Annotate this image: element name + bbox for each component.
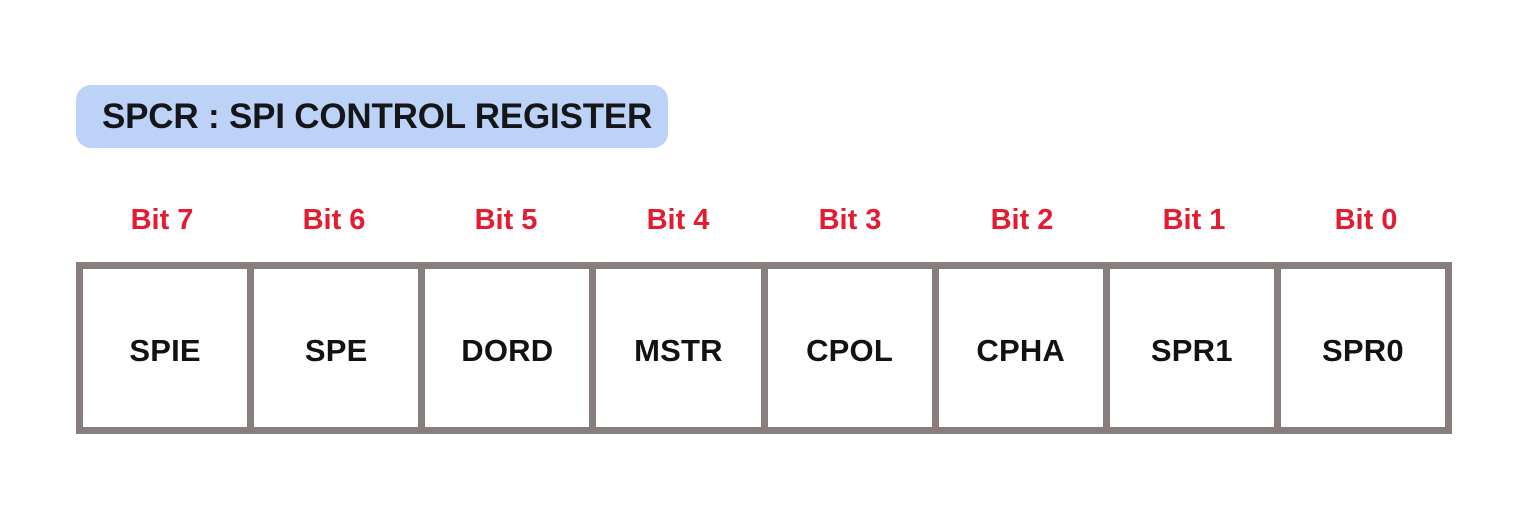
page-title: SPCR : SPI CONTROL REGISTER [102,96,653,136]
bit-label-0: Bit 0 [1334,204,1398,236]
bit-cell-0: SPR0 [1280,269,1445,427]
bit-cell-2: CPHA [938,269,1110,427]
bit-name-spr0: SPR0 [1322,333,1404,368]
bit-label-1: Bit 1 [1162,204,1226,236]
bit-label-4: Bit 4 [646,204,710,236]
bit-cell-6: SPE [254,269,426,427]
bit-name-spie: SPIE [129,333,201,368]
bit-name-cpha: CPHA [976,333,1065,368]
bit-name-dord: DORD [461,333,554,368]
bit-label-row: Bit 7 Bit 6 Bit 5 Bit 4 Bit 3 Bit 2 Bit … [76,196,1452,244]
bit-label-2: Bit 2 [990,204,1054,236]
register-title-badge: SPCR : SPI CONTROL REGISTER [76,85,668,148]
bit-cell-7: SPIE [83,269,255,427]
bit-cell-4: MSTR [596,269,768,427]
bit-cell-3: CPOL [767,269,939,427]
bit-label-3: Bit 3 [818,204,882,236]
bit-name-spr1: SPR1 [1150,333,1233,368]
bit-label-6: Bit 6 [302,204,366,236]
bit-name-spe: SPE [304,333,368,368]
bit-cell-5: DORD [425,269,597,427]
bit-label-5: Bit 5 [474,204,538,236]
bit-cell-1: SPR1 [1109,269,1281,427]
bit-label-7: Bit 7 [130,204,194,236]
bit-name-cpol: CPOL [806,333,894,368]
register-bit-table: SPIE SPE DORD MSTR CPOL CPHA SPR1 SPR0 [76,262,1452,434]
bit-name-mstr: MSTR [634,333,723,368]
